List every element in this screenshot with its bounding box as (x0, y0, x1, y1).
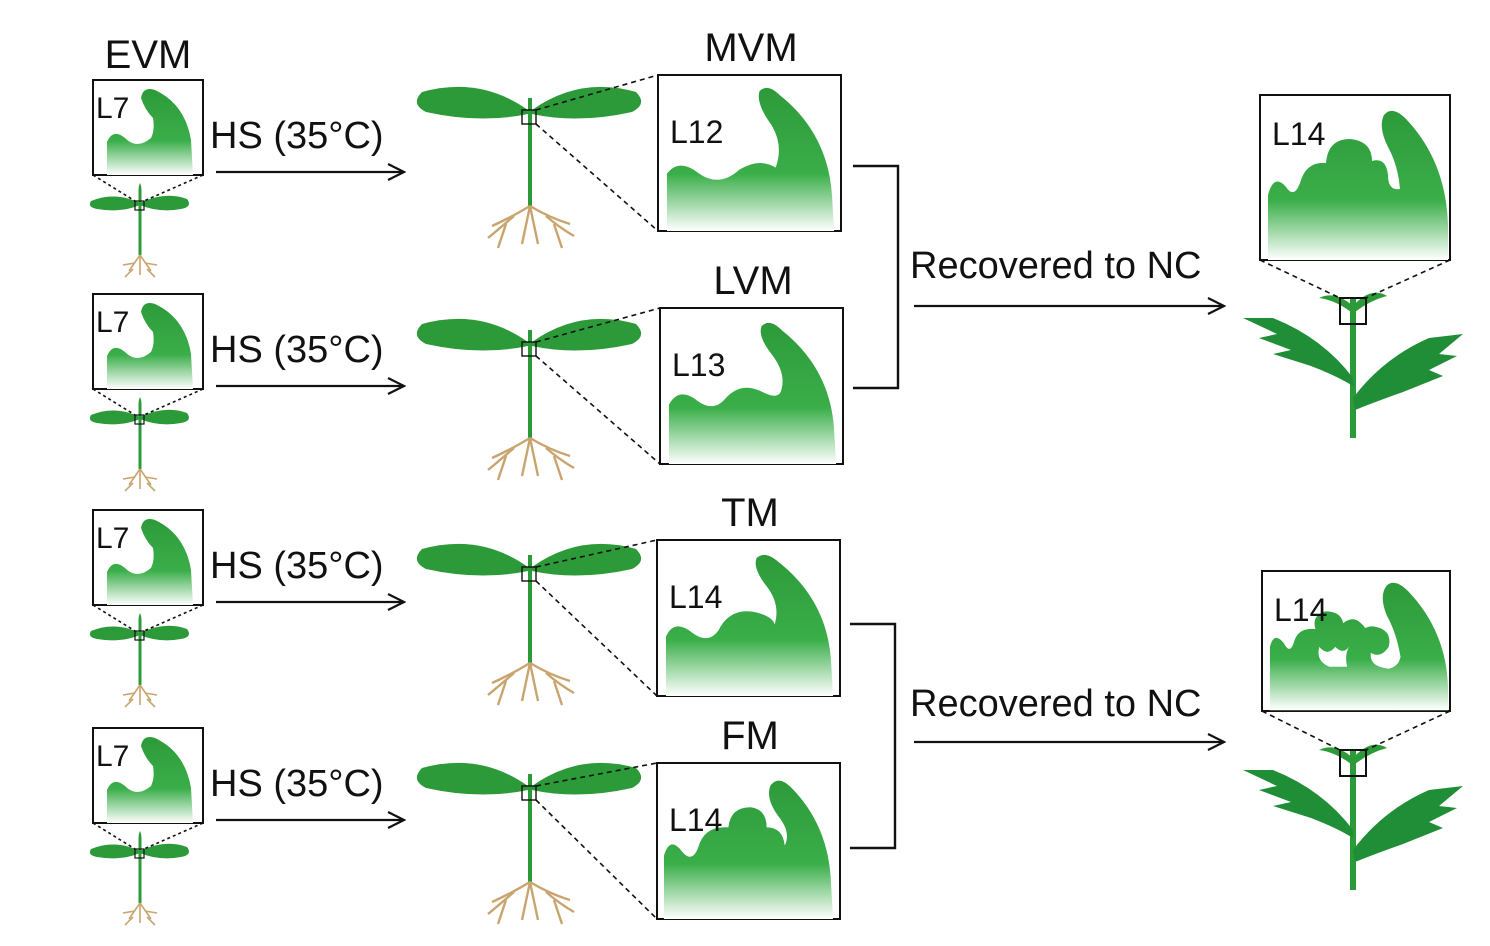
treatment-label: HS (35°C) (210, 545, 384, 587)
stage-leaf-label: L13 (672, 347, 725, 383)
zoom-line (143, 604, 204, 632)
seedling-apex-box (134, 848, 145, 859)
start-leaf-label: L7 (96, 306, 129, 339)
recovery-label: Recovered to NC (910, 683, 1201, 725)
zoom-line (143, 822, 204, 850)
start-leaf-label: L7 (96, 522, 129, 555)
zoom-line (143, 388, 204, 416)
seedling-icon (88, 611, 191, 709)
zoom-line (535, 762, 658, 787)
group-bracket (850, 622, 897, 850)
zoom-line (535, 123, 659, 232)
zoom-line (535, 580, 658, 697)
plant-icon (1243, 293, 1463, 438)
treatment-label: HS (35°C) (210, 115, 384, 157)
plant-icon (414, 760, 644, 926)
treatment-label: HS (35°C) (210, 329, 384, 371)
plant-icon (1243, 745, 1463, 890)
zoom-line (143, 174, 204, 202)
zoom-line (92, 174, 136, 202)
plant-icon (414, 84, 644, 250)
seedling-icon (88, 181, 191, 279)
seedling-icon (88, 829, 191, 927)
plant-apex-box (521, 341, 537, 357)
group-bracket (853, 164, 900, 390)
plant-icon (414, 541, 644, 707)
zoom-line (535, 799, 658, 920)
plant-icon (414, 316, 644, 482)
start-leaf-label: L7 (96, 92, 129, 125)
recovered-leaf-label: L14 (1272, 116, 1325, 152)
zoom-line (535, 307, 661, 343)
stage-title: TM (721, 491, 779, 535)
recovery-2: Recovered to NC L14 (910, 570, 1463, 890)
stage-title: FM (721, 714, 779, 758)
row-4: L7 HS (35°C) L14 FM (88, 714, 841, 927)
zoom-line (92, 604, 136, 632)
plant-apex-box (521, 566, 537, 582)
stage-leaf-label: L12 (670, 114, 723, 150)
zoom-line (92, 822, 136, 850)
zoom-line (1365, 710, 1451, 751)
stage-leaf-label: L14 (669, 802, 722, 838)
zoom-line (535, 355, 661, 465)
recovered-leaf-label: L14 (1274, 592, 1327, 628)
zoom-line (92, 388, 136, 416)
seedling-icon (88, 395, 191, 493)
stage-leaf-label: L14 (669, 579, 722, 615)
seedling-apex-box (134, 414, 145, 425)
row-3: L7 HS (35°C) L14 TM (88, 491, 841, 709)
zoom-line (535, 74, 659, 111)
treatment-label: HS (35°C) (210, 763, 384, 805)
stage-title: LVM (713, 259, 792, 303)
plant-apex-box (521, 109, 537, 125)
plant-apex-box (521, 785, 537, 801)
start-leaf-label: L7 (96, 740, 129, 773)
row-1: L7 HS (35°C) L12 MVM (88, 26, 842, 279)
zoom-line (535, 539, 658, 568)
plant-apex-box (1339, 749, 1367, 777)
start-stage-title: EVM (105, 33, 192, 77)
zoom-line (1261, 710, 1341, 751)
row-2: L7 HS (35°C) L13 LVM (88, 259, 844, 493)
recovery-1: Recovered to NC L14 (910, 94, 1463, 438)
recovery-label: Recovered to NC (910, 245, 1201, 287)
seedling-apex-box (134, 630, 145, 641)
zoom-line (1365, 259, 1451, 299)
seedling-apex-box (134, 200, 145, 211)
zoom-line (1259, 259, 1341, 299)
stage-title: MVM (704, 26, 797, 70)
plant-apex-box (1339, 297, 1367, 325)
